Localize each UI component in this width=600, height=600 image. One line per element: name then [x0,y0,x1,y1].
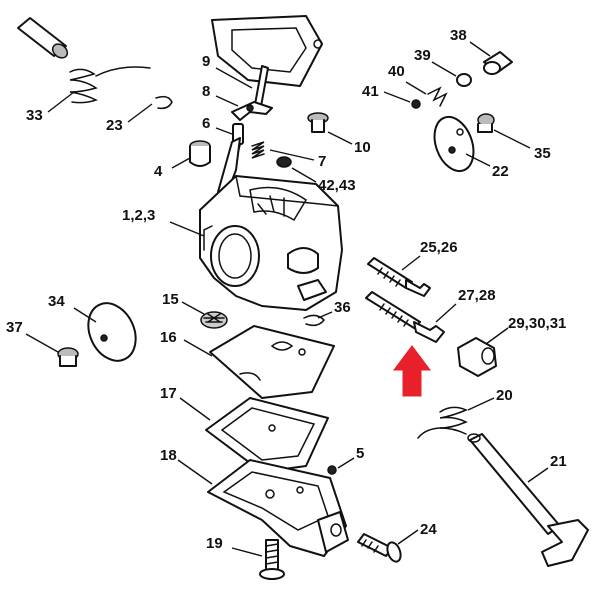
part-15-screen [200,311,228,329]
part-21-throttle-shaft [467,433,589,567]
part-5-ball [327,465,337,475]
part-17-gasket [205,397,329,473]
callout-4: 4 [154,163,163,180]
part-29-30-31-limiter-cap [457,337,497,377]
callout-33: 33 [26,107,43,124]
callout-22: 22 [492,163,509,180]
callout-6: 6 [202,115,210,132]
callout-19: 19 [206,535,223,552]
part-34-disc [87,302,137,362]
callout-42-43: 42,43 [318,177,356,194]
part-38-cap [483,51,513,75]
part-39-o-ring [456,73,472,87]
part-35-screw [477,113,495,133]
part-33-spring-assembly [17,17,151,104]
part-42-43-nut [276,156,292,168]
part-36-clip [303,314,325,327]
callout-10: 10 [354,139,371,156]
highlight-arrow [393,345,431,397]
part-27-28-adjusting-screw [365,291,445,343]
part-24-screw [357,533,402,563]
callout-16: 16 [160,329,177,346]
callout-27-28: 27,28 [458,287,496,304]
top-gasket [211,15,323,87]
part-10-screw [307,112,329,133]
callout-36: 36 [334,299,351,316]
callout-37: 37 [6,319,23,336]
part-22-diaphragm-cover [433,115,475,173]
callout-21: 21 [550,453,567,470]
callout-18: 18 [160,447,177,464]
callout-39: 39 [414,47,431,64]
callout-35: 35 [534,145,551,162]
callout-29-30-31: 29,30,31 [508,315,566,332]
part-20-spring [417,406,468,439]
callout-34: 34 [48,293,65,310]
part-37-screw [57,347,79,367]
callout-41: 41 [362,83,379,100]
callout-20: 20 [496,387,513,404]
part-7-spring [251,141,265,159]
callout-25-26: 25,26 [420,239,458,256]
callout-17: 17 [160,385,177,402]
callout-8: 8 [202,83,210,100]
callout-9: 9 [202,53,210,70]
part-8-lever [231,101,273,121]
part-23-e-clip [155,95,173,110]
part-41-ball [411,99,421,109]
part-16-diaphragm [209,325,335,399]
part-4-plug [189,140,211,167]
callout-40: 40 [388,63,405,80]
callout-38: 38 [450,27,467,44]
part-1-2-3-carburetor-body [199,137,343,311]
callout-23: 23 [106,117,123,134]
part-40-spring [427,86,448,107]
callout-24: 24 [420,521,437,538]
callout-1-2-3: 1,2,3 [122,207,155,224]
callout-15: 15 [162,291,179,308]
part-18-cover [207,459,349,557]
callout-5: 5 [356,445,364,462]
part-25-26-adjusting-screw [367,257,431,297]
part-19-screw [259,539,285,580]
callout-7: 7 [318,153,326,170]
